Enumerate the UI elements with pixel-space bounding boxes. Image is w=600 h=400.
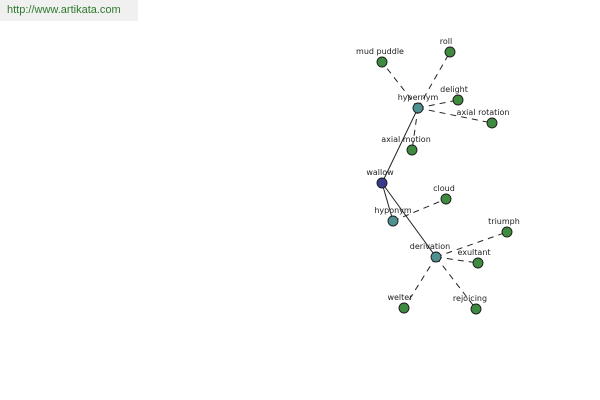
edge-hyponym-cloud <box>392 198 447 222</box>
node-label-hypernym: hypernym <box>398 93 439 102</box>
node-marker-derivation[interactable] <box>430 251 442 263</box>
node-label-exultant: exultant <box>457 248 490 257</box>
node-hypernym[interactable]: hypernym <box>398 93 439 114</box>
edge-derivation-exultant <box>435 256 479 264</box>
node-triumph[interactable]: triumph <box>488 217 520 238</box>
nodes-layer: wallow hypernym hyponym derivation mud puddl… <box>356 37 520 315</box>
node-marker-wallow[interactable] <box>376 177 388 189</box>
node-label-delight: delight <box>440 85 468 94</box>
node-rejoicing[interactable]: rejoicing <box>453 294 487 315</box>
node-label-hyponym: hyponym <box>374 206 412 215</box>
node-label-wallow: wallow <box>366 168 394 177</box>
node-welter[interactable]: welter <box>387 293 413 314</box>
node-marker-exultant[interactable] <box>472 257 484 269</box>
node-label-welter: welter <box>387 293 413 302</box>
edge-wallow-hypernym <box>381 107 419 184</box>
node-marker-triumph[interactable] <box>501 226 513 238</box>
node-label-triumph: triumph <box>488 217 520 226</box>
node-marker-roll[interactable] <box>444 46 456 58</box>
node-hyponym[interactable]: hyponym <box>374 206 412 227</box>
edge-hypernym-axial-motion <box>411 107 419 151</box>
node-derivation[interactable]: derivation <box>410 242 450 263</box>
edge-derivation-triumph <box>435 231 508 258</box>
node-label-mud-puddle: mud puddle <box>356 47 404 56</box>
node-marker-welter[interactable] <box>398 302 410 314</box>
node-label-cloud: cloud <box>433 184 455 193</box>
edge-wallow-derivation <box>381 182 437 258</box>
node-marker-hypernym[interactable] <box>412 102 424 114</box>
source-link[interactable]: http://www.artikata.com <box>7 4 121 16</box>
node-axial-rotation[interactable]: axial rotation <box>457 108 510 129</box>
node-delight[interactable]: delight <box>440 85 468 106</box>
edge-wallow-hyponym <box>381 182 394 222</box>
edge-hypernym-mud-puddle <box>381 61 419 109</box>
node-marker-hyponym[interactable] <box>387 215 399 227</box>
source-link-bar[interactable]: http://www.artikata.com <box>0 0 138 21</box>
node-marker-axial-rotation[interactable] <box>486 117 498 129</box>
node-axial-motion[interactable]: axial motion <box>381 135 431 156</box>
node-label-axial-motion: axial motion <box>381 135 431 144</box>
edge-hypernym-delight <box>417 99 459 109</box>
node-label-derivation: derivation <box>410 242 450 251</box>
node-wallow[interactable]: wallow <box>366 168 394 189</box>
node-marker-mud-puddle[interactable] <box>376 56 388 68</box>
node-mud-puddle[interactable]: mud puddle <box>356 47 404 68</box>
edges-layer <box>381 51 508 310</box>
node-roll[interactable]: roll <box>440 37 456 58</box>
node-exultant[interactable]: exultant <box>457 248 491 269</box>
node-label-roll: roll <box>440 37 452 46</box>
edge-hypernym-axial-rotation <box>417 107 493 124</box>
node-marker-rejoicing[interactable] <box>470 303 482 315</box>
node-marker-delight[interactable] <box>452 94 464 106</box>
node-label-rejoicing: rejoicing <box>453 294 487 303</box>
node-marker-axial-motion[interactable] <box>406 144 418 156</box>
node-marker-cloud[interactable] <box>440 193 452 205</box>
node-cloud[interactable]: cloud <box>433 184 455 205</box>
node-label-axial-rotation: axial rotation <box>457 108 510 117</box>
